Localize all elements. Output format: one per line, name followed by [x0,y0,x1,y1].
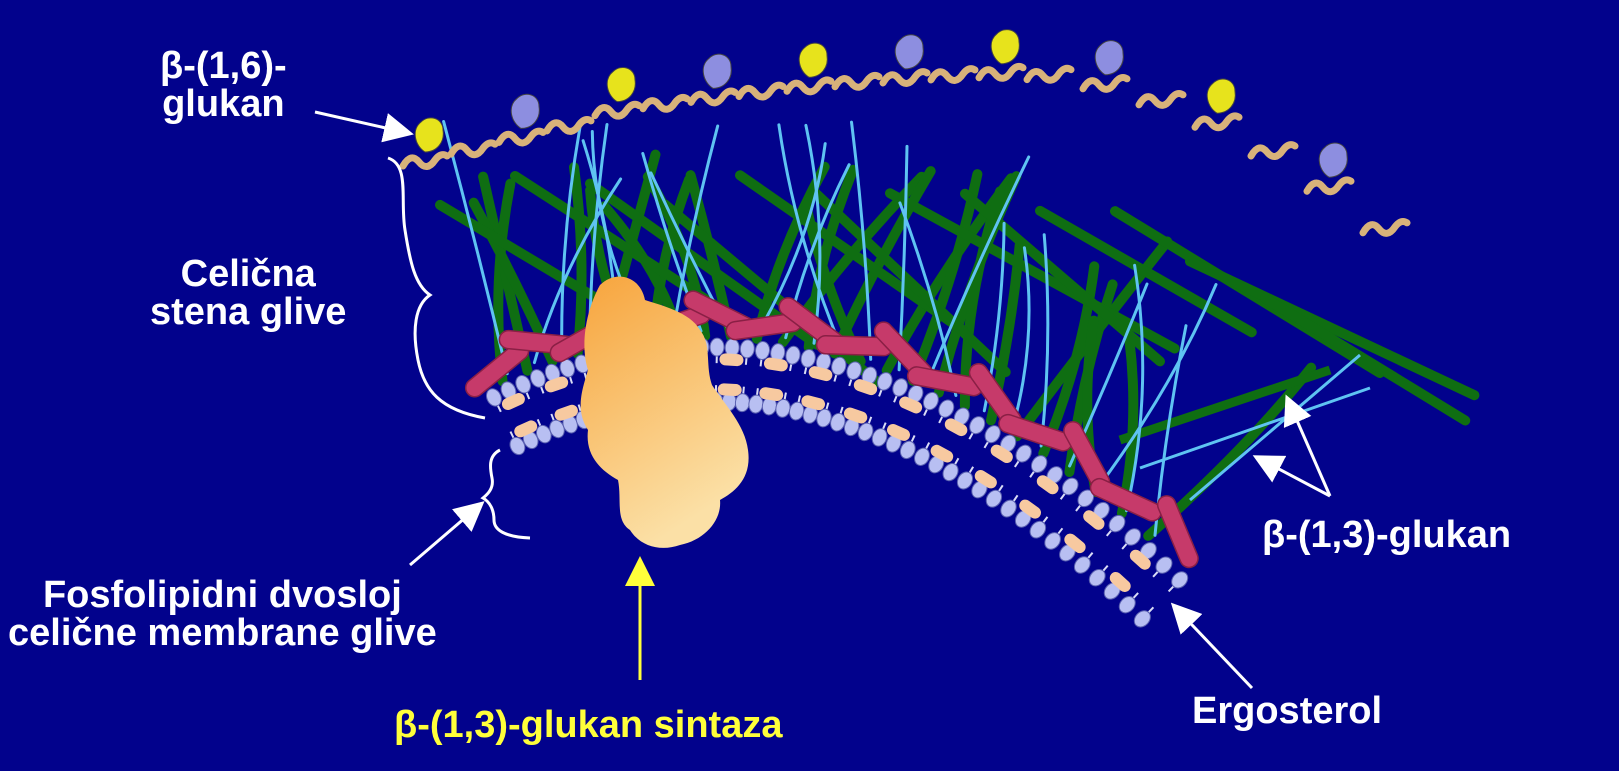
glycoprotein [511,94,539,128]
phospholipid-head [1013,442,1035,465]
phospholipid-head [875,370,894,392]
ergosterol-label: Ergosterol [1192,692,1382,730]
phospholipid-head [740,339,756,358]
cell-wall-line1: Celična [150,255,346,293]
phospholipid-line1: Fosfolipidni dvosloj [8,576,437,614]
beta16-glucan-squiggle [547,120,591,132]
phospholipid-arrow [410,505,480,565]
beta16-glucan-squiggle [451,143,495,155]
phospholipid-bilayer-label: Fosfolipidni dvosloj celične membrane gl… [8,576,437,652]
glucan-fiber [1140,388,1370,468]
beta16-glucan-squiggle [979,66,1023,78]
chitin-cross-fiber [1265,298,1465,420]
glucan-synthase-label: β-(1,3)-glukan sintaza [394,706,782,744]
membrane-brace [483,450,530,538]
glycoprotein [991,30,1019,64]
phospholipid-line2: celične membrane glive [8,614,437,652]
phospholipid-head [890,376,910,398]
glycoprotein [1207,79,1235,113]
beta16-glucan-squiggle [1251,145,1295,157]
glycoprotein [703,54,731,88]
beta16-glucan-squiggle [1307,180,1351,192]
beta13-glucan-label: β-(1,3)-glukan [1262,516,1511,554]
phospholipid-head [784,345,801,365]
glycoprotein [1095,41,1123,75]
beta16-glucan-squiggle [1195,116,1239,128]
beta16-glucan-squiggle [643,97,687,109]
glycoprotein [799,43,827,77]
beta16-glucan-squiggle [691,91,735,103]
beta16-glucan-squiggle [787,80,831,92]
beta16-glucan-squiggle [739,85,783,97]
phospholipid-head [774,398,791,418]
beta16-glucan-squiggle [403,155,447,167]
beta16-arrow [315,112,408,133]
cell-wall-label: Celična stena glive [150,255,346,331]
chitin-cross-fiber [1190,261,1474,395]
beta16-glucan-squiggle [1027,68,1071,80]
beta16-glucan-squiggle [499,131,543,143]
beta16-glucan-label: β-(1,6)- glukan [160,47,287,123]
beta16-glucan-squiggle [1363,221,1407,233]
ergosterol-molecule [763,357,789,373]
beta16-glucan-squiggle [595,104,639,116]
ergosterol-molecule [719,353,744,366]
phospholipid-head [1042,530,1064,553]
glycoprotein [1319,143,1347,177]
phospholipid-head [967,414,988,437]
cell-wall-line2: stena glive [150,293,346,331]
glycoprotein [607,67,635,101]
beta16-glucan-squiggle [1083,77,1127,89]
beta16-glucan-squiggle [883,72,927,84]
beta13-arrow-a [1288,400,1330,496]
phospholipid-head [799,348,817,369]
phospholipid-head [710,338,724,356]
chitin-fiber [1120,370,1330,440]
beta16-glucan-squiggle [1139,93,1183,105]
phospholipid-head [1059,475,1081,498]
beta16-line1: β-(1,6)- [160,47,287,85]
beta16-glucan-squiggle [931,69,975,81]
beta16-glucan-squiggle [835,75,879,87]
phospholipid-head [936,397,957,419]
beta16-line2: glukan [160,85,287,123]
glucan-fiber [1190,355,1360,500]
ergosterol-arrow [1175,607,1252,688]
phospholipid-head [735,393,751,412]
beta13-arrow-b [1258,458,1330,496]
ergosterol-molecule [717,383,742,396]
glycoprotein [415,118,443,152]
ergosterol-molecule [807,365,833,383]
glycoprotein [895,35,923,69]
